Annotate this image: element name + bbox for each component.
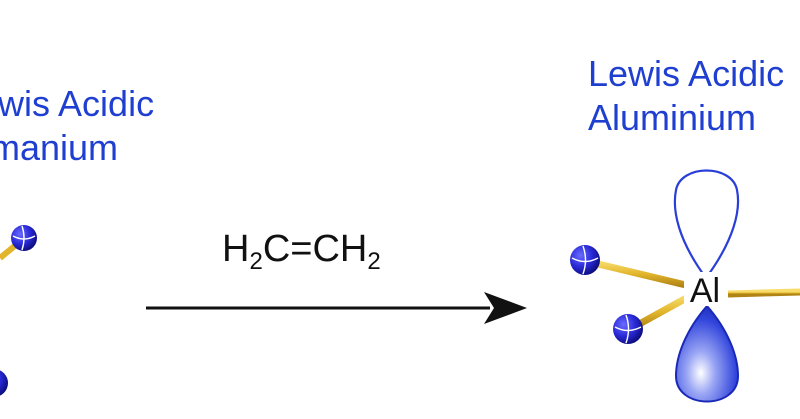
empty-p-orbital-lobe [673, 169, 740, 280]
bond-lower-left [628, 292, 694, 332]
right-species-line1: Lewis Acidic [588, 53, 785, 94]
reagent-subscript-2: 2 [367, 248, 381, 275]
bond-upper-left [586, 258, 694, 290]
left-species-line1: ewis Acidic [0, 83, 155, 124]
arrow-head [484, 292, 527, 324]
reagent-middle: C=CH [262, 228, 368, 270]
center-atom-label: Al [690, 272, 720, 310]
atom-upper-left [570, 245, 600, 275]
reagent-subscript-1: 2 [249, 248, 263, 275]
bond-right [727, 288, 800, 298]
al-label-backing [684, 272, 726, 306]
reagent-prefix: H [222, 228, 250, 270]
left-molecule [0, 225, 37, 396]
left-species-line2: rmanium [0, 127, 119, 168]
right-molecule: Al [570, 169, 800, 403]
left-atom-lower [0, 370, 8, 396]
left-atom-upper [11, 225, 37, 251]
reaction-arrow [146, 292, 527, 324]
filled-orbital-lobe [674, 304, 740, 403]
reagent-ethylene: H2C=CH2 [222, 228, 381, 276]
atom-lower-left [613, 314, 643, 344]
right-species-line2: Aluminium [588, 97, 757, 138]
left-species-label: ewis Acidic rmanium [0, 82, 154, 170]
right-species-label: Lewis Acidic Aluminium [588, 52, 784, 140]
